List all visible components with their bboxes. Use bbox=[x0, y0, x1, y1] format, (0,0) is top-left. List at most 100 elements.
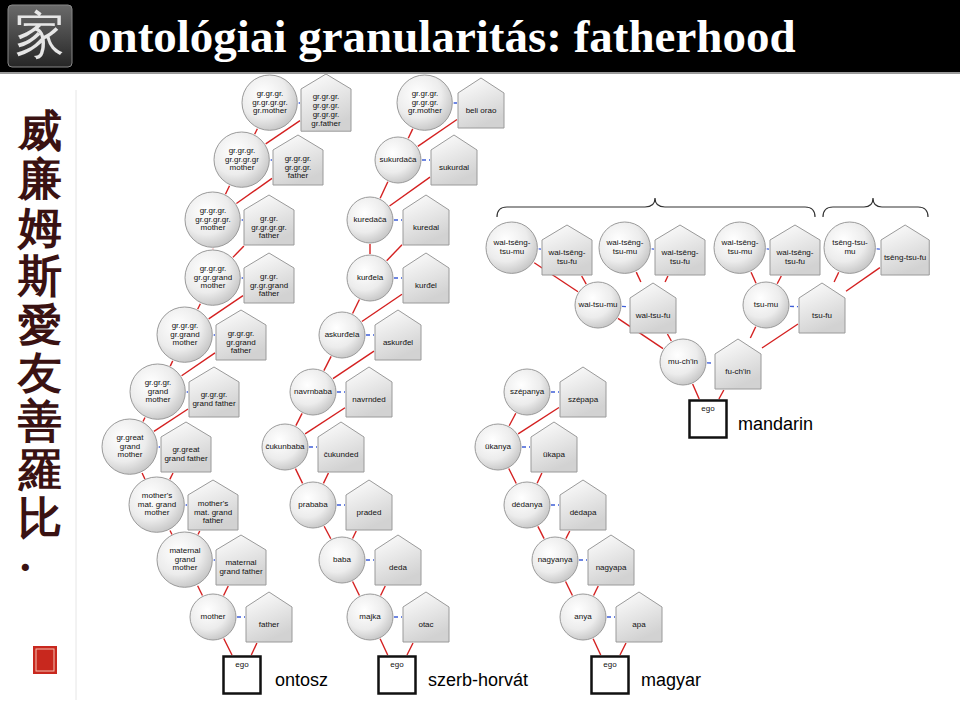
node-text: gr.gr.gr. gr.gr.gr. gr.mother bbox=[403, 90, 447, 116]
house-outline bbox=[630, 283, 676, 333]
female-circle: prababa bbox=[289, 481, 337, 529]
kin-term: gr.gr. gr.gr.grand father bbox=[247, 273, 291, 299]
node-text: dédanya bbox=[512, 501, 543, 510]
ego-square: ego bbox=[377, 655, 417, 695]
kin-term: ego bbox=[603, 661, 616, 670]
node-text: wai-tsêng-tsu-fu bbox=[545, 249, 589, 267]
circle-outline bbox=[599, 222, 650, 273]
descent-line bbox=[224, 638, 232, 655]
kin-term: gr.gr.gr. gr.grand mother bbox=[163, 322, 207, 348]
node-text: gr.gr.gr. gr.grand father bbox=[219, 330, 263, 356]
female-circle: wai-tsêng-tsu-mu bbox=[598, 221, 651, 274]
kin-term: nagyapa bbox=[596, 564, 627, 573]
kin-term: tsu-mu bbox=[754, 301, 778, 310]
descent-line bbox=[170, 531, 172, 535]
male-house: mother's mat. grand father bbox=[187, 479, 239, 531]
title-bar bbox=[0, 0, 960, 72]
male-house: dédapa bbox=[559, 479, 607, 531]
node-outline bbox=[374, 534, 422, 586]
descent-line bbox=[566, 582, 573, 596]
ego-square: ego bbox=[222, 655, 262, 695]
node-text: wai-tsêng-tsu-fu bbox=[773, 249, 817, 267]
female-circle: mother bbox=[189, 593, 237, 641]
node-text: kurđel bbox=[415, 282, 437, 291]
female-circle: čukunbaba bbox=[261, 423, 309, 471]
node-text: sukurdal bbox=[439, 164, 469, 173]
node-text: gr.gr.gr. gr.gr.gr. father bbox=[276, 155, 320, 181]
descent-line bbox=[324, 526, 331, 539]
house-outline bbox=[346, 480, 392, 530]
kin-term: maternal grand father bbox=[219, 559, 263, 577]
female-circle: baba bbox=[318, 536, 366, 584]
circle-outline bbox=[504, 482, 550, 528]
female-circle: gr.gr.gr. gr.gr.grand mother bbox=[184, 249, 241, 306]
female-circle: gr.great grand mother bbox=[101, 418, 158, 475]
kin-term: gr.gr.gr. grand father bbox=[192, 391, 236, 409]
node-text: otac bbox=[418, 621, 433, 630]
circle-outline bbox=[319, 312, 365, 358]
house-outline bbox=[216, 310, 266, 360]
marriage-line bbox=[337, 391, 345, 392]
male-house: szépapa bbox=[559, 366, 607, 418]
group-bracket bbox=[823, 198, 928, 217]
node-outline bbox=[402, 194, 450, 246]
kin-term: wai-tsêng-tsu-fu bbox=[545, 249, 589, 267]
kin-term: kuredal bbox=[413, 224, 439, 233]
house-outline bbox=[375, 535, 421, 585]
descent-line bbox=[566, 531, 570, 539]
node-text: wai-tsêng-tsu-fu bbox=[658, 249, 702, 267]
node-text: apa bbox=[632, 621, 645, 630]
marriage-line bbox=[394, 616, 402, 617]
node-text: szépapa bbox=[568, 396, 598, 405]
circle-outline bbox=[575, 282, 621, 328]
male-house: gr.gr.gr. gr.gr.gr. gr.gr.gr. gr.father bbox=[300, 73, 352, 132]
node-text: gr.gr.gr. gr.gr.gr.gr. mother bbox=[191, 207, 235, 233]
node-outline bbox=[559, 479, 607, 531]
kin-term: tsu-fu bbox=[812, 312, 832, 321]
kin-term: ego bbox=[390, 661, 403, 670]
descent-line bbox=[353, 300, 360, 314]
female-circle: sukurdača bbox=[374, 136, 422, 184]
circle-outline bbox=[290, 482, 336, 528]
kin-term: gr.gr.gr. gr.gr.gr. gr.gr.gr. gr.father bbox=[304, 93, 348, 128]
ego-square: ego bbox=[590, 655, 630, 695]
house-outline bbox=[188, 480, 238, 530]
node-text: gr.gr.gr. gr.gr.gr. gr.gr.gr. gr.father bbox=[304, 93, 348, 128]
house-outline bbox=[244, 253, 294, 303]
descent-line bbox=[693, 384, 700, 399]
node-text: fu-ch'in bbox=[725, 368, 751, 377]
male-house: kuredal bbox=[402, 194, 450, 246]
female-circle: tsêng-tsu-mu bbox=[823, 221, 876, 274]
descent-line bbox=[582, 276, 587, 284]
female-circle: kurđela bbox=[346, 254, 394, 302]
house-outline bbox=[273, 135, 323, 185]
marriage-line bbox=[366, 559, 374, 560]
circle-outline bbox=[347, 197, 393, 243]
female-circle: gr.gr.gr. grand mother bbox=[129, 363, 186, 420]
node-text: gr.gr. gr.gr.grand father bbox=[247, 273, 291, 299]
kin-term: gr.gr.gr. gr.gr.grand mother bbox=[191, 265, 235, 291]
marriage-line bbox=[422, 159, 430, 160]
node-text: ego bbox=[603, 661, 616, 670]
kin-term: wai-tsêng-tsu-mu bbox=[490, 239, 534, 257]
circle-outline bbox=[475, 424, 521, 470]
node-text: wai-tsêng-tsu-mu bbox=[603, 239, 647, 257]
kin-term: deda bbox=[389, 564, 407, 573]
circle-outline bbox=[157, 532, 212, 587]
circle-outline bbox=[532, 537, 578, 583]
marriage-line bbox=[539, 248, 541, 249]
house-outline bbox=[301, 74, 351, 131]
kin-term: fu-ch'in bbox=[725, 368, 751, 377]
node-text: beli orao bbox=[466, 107, 497, 116]
kin-term: navrnded bbox=[352, 396, 385, 405]
male-house: gr.great grand father bbox=[160, 421, 212, 473]
node-outline bbox=[530, 421, 578, 473]
circle-outline bbox=[130, 364, 185, 419]
language-label: ontosz bbox=[275, 670, 328, 691]
kin-term: tsêng-tsu-mu bbox=[828, 239, 872, 257]
ego-square: ego bbox=[688, 399, 728, 439]
female-circle: tsu-mu bbox=[742, 281, 790, 329]
node-text: wai-tsu-fu bbox=[636, 312, 671, 321]
house-outline bbox=[346, 367, 392, 417]
kin-term: mother's mat. grand father bbox=[191, 500, 235, 526]
